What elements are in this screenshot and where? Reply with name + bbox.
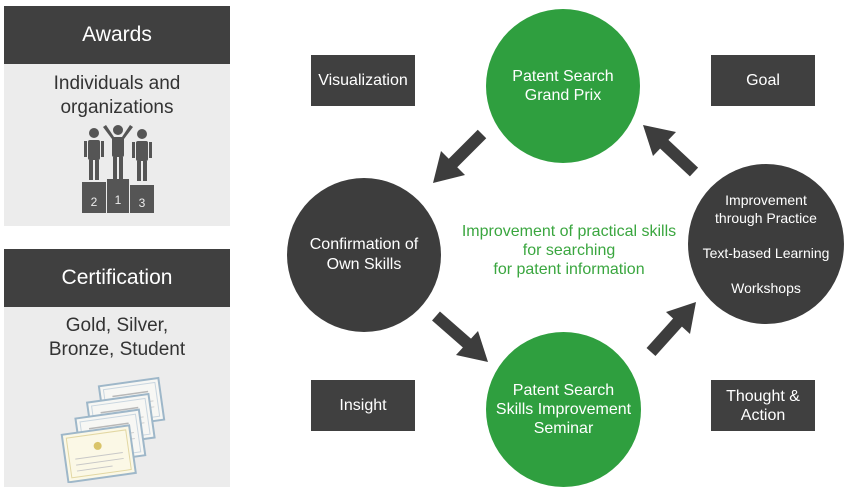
- awards-line-2: organizations: [60, 97, 174, 118]
- certification-header: Certification: [4, 249, 230, 307]
- seminar-line-3: Seminar: [533, 420, 594, 437]
- awards-description: Individuals and organizations: [4, 72, 230, 120]
- practice-heading-line-1: Improvement: [725, 192, 807, 208]
- certification-panel: Certification Gold, Silver, Bronze, Stud…: [4, 249, 230, 487]
- center-text-line-3: for patent information: [493, 261, 645, 278]
- certification-description: Gold, Silver, Bronze, Student: [4, 314, 230, 362]
- grand-prix-line-1: Patent Search: [512, 68, 614, 85]
- awards-panel: Awards Individuals and organizations 2 1…: [4, 6, 230, 226]
- arrow-to-confirmation: [433, 129, 487, 183]
- arrow-to-grand-prix: [643, 125, 699, 177]
- cycle-center-text: Improvement of practical skills for sear…: [440, 222, 698, 279]
- practice-item-text-learning: Text-based Learning: [702, 245, 830, 261]
- arrow-to-practice: [646, 302, 696, 357]
- certification-line-2: Bronze, Student: [48, 339, 186, 360]
- practice-heading-line-2: through Practice: [715, 210, 817, 226]
- seminar-line-2: Skills Improvement: [495, 401, 632, 418]
- grand-prix-circle: Patent Search Grand Prix: [486, 9, 640, 163]
- insight-label: Insight: [339, 397, 387, 414]
- podium-place-2: 2: [91, 195, 98, 209]
- confirmation-line-2: Own Skills: [326, 256, 402, 273]
- confirmation-circle: Confirmation of Own Skills: [287, 178, 441, 332]
- confirmation-line-1: Confirmation of: [309, 236, 419, 253]
- practice-item-workshops: Workshops: [731, 280, 801, 296]
- awards-line-1: Individuals and: [53, 73, 181, 94]
- arrow-to-seminar: [432, 311, 488, 362]
- podium-place-3: 3: [139, 196, 146, 210]
- podium-icon: 2 1 3: [82, 125, 154, 213]
- grand-prix-line-2: Grand Prix: [524, 87, 602, 104]
- certificates-icon: [60, 376, 166, 483]
- awards-header: Awards: [4, 6, 230, 64]
- visualization-tag: Visualization: [311, 55, 415, 106]
- insight-tag: Insight: [311, 380, 415, 431]
- goal-label: Goal: [746, 72, 780, 89]
- thought-action-line-2: Action: [740, 406, 786, 424]
- podium-place-1: 1: [115, 193, 122, 207]
- certification-line-1: Gold, Silver,: [65, 315, 169, 336]
- seminar-circle: Patent Search Skills Improvement Seminar: [486, 332, 641, 487]
- seminar-line-1: Patent Search: [512, 382, 615, 399]
- center-text-line-2: for searching: [522, 242, 616, 259]
- center-text-line-1: Improvement of practical skills: [461, 223, 677, 240]
- goal-tag: Goal: [711, 55, 815, 106]
- thought-action-line-1: Thought &: [726, 387, 800, 405]
- visualization-label: Visualization: [318, 72, 408, 89]
- practice-circle: Improvement through Practice Text-based …: [688, 164, 844, 324]
- thought-action-tag: Thought & Action: [711, 380, 815, 431]
